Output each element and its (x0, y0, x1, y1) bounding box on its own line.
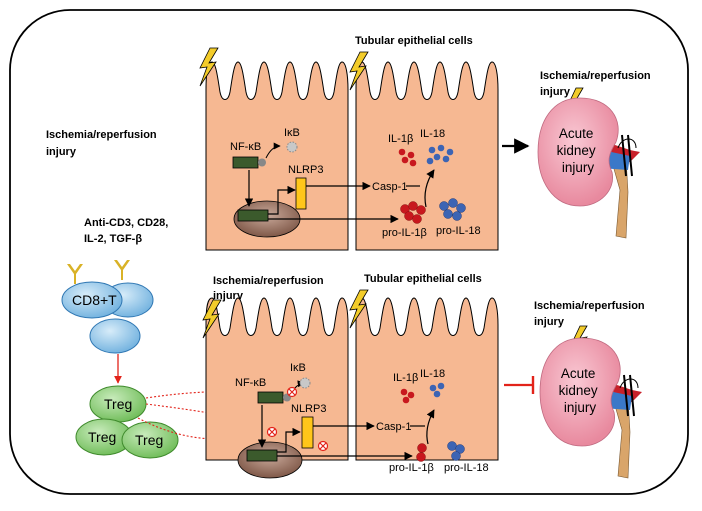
bottom-cells-title: Tubular epithelial cells (364, 273, 482, 285)
top-cells-title: Tubular epithelial cells (355, 35, 473, 47)
bottom-casp1-label: Casp-1 (376, 421, 411, 433)
bottom-injury-label-left: Ischemia/reperfusion injury (213, 275, 327, 302)
bottom-pro-il1b-label: pro-IL-1β (389, 462, 434, 474)
bottom-nfkb-label: NF-κB (235, 377, 266, 389)
top-arrow-nlrp3 (268, 185, 296, 215)
bottom-arrow-nlrp3 (277, 427, 301, 453)
treg-label-3: Treg (135, 432, 163, 448)
top-pro-il18-label: pro-IL-18 (436, 225, 481, 237)
top-injury-label-right: Ischemia/reperfusion injury (540, 70, 654, 98)
top-panel: Tubular epithelial cells Ischemia/reperf… (46, 35, 654, 251)
top-nlrp3-box (295, 177, 307, 210)
bottom-nlrp3-label: NLRP3 (291, 403, 326, 415)
bottom-injury-label-right: Ischemia/reperfusion injury (534, 300, 648, 328)
bottom-il1b-dots (400, 388, 415, 404)
bottom-cell-right (355, 297, 499, 461)
top-casp1-label: Casp-1 (372, 181, 407, 193)
antibody-icon-1 (67, 264, 83, 284)
bottom-pro-il18-label: pro-IL-18 (444, 462, 489, 474)
treg-cells (75, 385, 179, 459)
bottom-ikb-label: IκB (290, 362, 306, 374)
bottom-panel: Ischemia/reperfusion injury Tubular epit… (202, 273, 648, 479)
stimulation-label: Anti-CD3, CD28, IL-2, TGF-β (84, 217, 171, 245)
top-injury-label-left: Ischemia/reperfusion injury (46, 129, 160, 158)
treg-label-2: Treg (88, 429, 116, 445)
bottom-il18-label: IL-18 (420, 368, 445, 380)
top-nlrp3-label: NLRP3 (288, 164, 323, 176)
bottom-il18-dots (429, 382, 445, 398)
top-ikb-blob (286, 141, 298, 153)
top-pro-il18-dots (439, 198, 466, 221)
top-arrow-ikb (265, 142, 281, 159)
top-pro-il1b-dots (400, 201, 426, 224)
bottom-ikb-blob (299, 377, 311, 389)
bottom-bolt-icon-1 (202, 299, 222, 339)
top-kidney (537, 97, 640, 239)
top-gene-box (237, 209, 269, 222)
top-cell-right (355, 61, 499, 251)
cd8-cells (61, 281, 154, 354)
top-nfkb-knob (258, 158, 266, 167)
top-nfkb-box (232, 156, 259, 169)
top-bolt-icon-1 (199, 47, 219, 87)
top-pro-il1b-label: pro-IL-1β (382, 227, 427, 239)
bottom-pro-il18-dots (447, 441, 465, 461)
top-ikb-label: IκB (284, 127, 300, 139)
bottom-il1b-label: IL-1β (393, 372, 418, 384)
top-bolt-icon-2 (349, 51, 369, 91)
bottom-nlrp3-box (301, 416, 314, 449)
antibody-icon-2 (114, 260, 130, 280)
top-kidney-label: Acute kidney injury (557, 126, 600, 175)
bottom-kidney-label: Acute kidney injury (559, 366, 602, 415)
bottom-nfkb-box (257, 391, 284, 404)
top-il18-dots (426, 144, 454, 165)
top-cell-left (205, 61, 349, 251)
outer-frame (9, 9, 689, 495)
bottom-pro-il1b-dots (416, 443, 427, 462)
top-il1b-label: IL-1β (388, 133, 413, 145)
top-arrow-maturation (424, 169, 435, 208)
bottom-gene-box (246, 449, 278, 462)
bottom-kidney (539, 337, 642, 479)
top-il1b-dots (398, 148, 417, 167)
treg-label-1: Treg (104, 396, 132, 412)
top-il18-label: IL-18 (420, 128, 445, 140)
bottom-arrow-maturation (426, 409, 435, 445)
bottom-bolt-icon-2 (349, 289, 369, 329)
top-nfkb-label: NF-κB (230, 141, 261, 153)
cd8-label: CD8+T (72, 292, 117, 308)
bottom-cell-left (205, 297, 349, 461)
